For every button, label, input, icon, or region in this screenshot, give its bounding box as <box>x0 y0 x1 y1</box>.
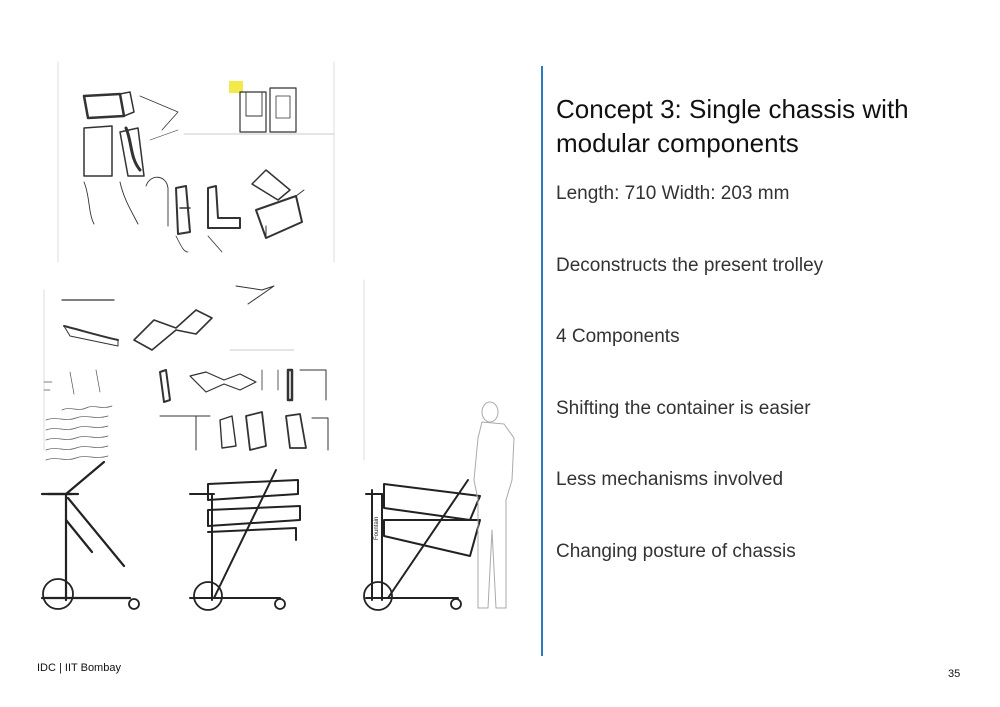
divider-line <box>541 66 543 656</box>
trolley-drawing-2 <box>189 469 301 611</box>
trolley-drawing-3 <box>363 479 481 611</box>
list-item: Shifting the container is easier <box>556 397 811 419</box>
sketch-sheet-top <box>57 61 335 263</box>
list-item: Deconstructs the present trolley <box>556 254 824 276</box>
sketch-sheet-middle <box>43 279 365 461</box>
list-item: Changing posture of chassis <box>556 540 796 562</box>
sticky-note <box>229 81 243 93</box>
trolley-side-label: Fountain <box>374 517 380 540</box>
footer-org: IDC | IIT Bombay <box>37 662 121 674</box>
human-silhouette <box>473 401 515 609</box>
slide-title: Concept 3: Single chassis with modular c… <box>556 94 909 158</box>
slide-content: Concept 3: Single chassis with modular c… <box>556 92 976 611</box>
list-item: 4 Components <box>556 326 680 347</box>
concept-sketches: Fountain <box>0 0 540 640</box>
trolley-drawing-1 <box>40 460 140 610</box>
list-item: Less mechanisms involved <box>556 469 784 490</box>
bullet-list: Length: 710 Width: 203 mm Deconstructs t… <box>556 182 976 611</box>
page-number: 35 <box>948 668 961 680</box>
list-item: Length: 710 Width: 203 mm <box>556 183 790 204</box>
